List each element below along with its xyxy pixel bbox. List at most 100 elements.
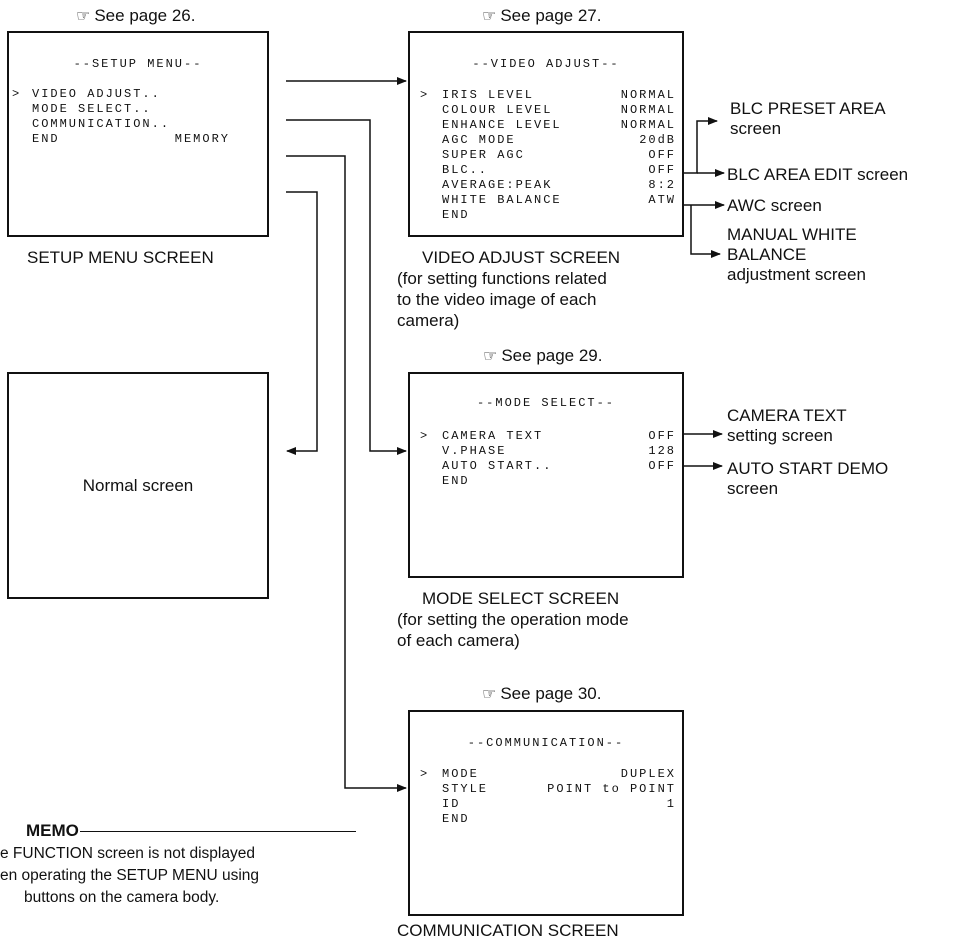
menu-item: END MEMORY [12,132,230,147]
item-label: V.PHASE [442,444,507,458]
item-value: 20dB [639,133,676,147]
item-value: POINT to POINT [547,782,676,796]
arrow-to-mode-select [286,119,407,455]
menu-list: > CAMERA TEXT OFF V.PHASE 128 AUTO START.. O… [420,429,676,489]
item-value: OFF [648,429,676,443]
menu-item: END [420,208,676,223]
item-value: ATW [648,193,676,207]
menu-item: ID 1 [420,797,676,812]
menu-item: BLC.. OFF [420,163,676,178]
caption-line: MODE SELECT SCREEN [422,589,620,608]
menu-item: > CAMERA TEXT OFF [420,429,676,444]
item-label: SUPER AGC [442,148,525,162]
page-ref-setup: ☞See page 26. [76,6,196,25]
item-label: CAMERA TEXT [442,429,544,443]
memo-rule [80,831,356,832]
cursor-marker: > [420,88,430,102]
item-value: NORMAL [620,118,676,132]
caption-line: (for setting functions related [397,269,607,288]
arrow-to-manual-wb [690,205,721,258]
cursor-marker: > [12,87,22,101]
item-label: BLC.. [442,163,489,177]
communication-caption: COMMUNICATION SCREEN [397,921,619,940]
item-label: ENHANCE LEVEL [442,118,562,132]
page-ref-video: ☞See page 27. [482,6,602,25]
caption-line: camera) [397,311,460,330]
menu-item: AGC MODE 20dB [420,133,676,148]
menu-item: > IRIS LEVEL NORMAL [420,88,676,103]
menu-list: > VIDEO ADJUST.. MODE SELECT.. COMMUNICAT… [12,87,230,147]
item-value: NORMAL [620,88,676,102]
screen-title: --SETUP MENU-- [73,57,203,71]
item-label: MODE SELECT.. [32,102,152,116]
item-label: VIDEO ADJUST.. [32,87,161,101]
cursor-marker: > [420,767,430,781]
video-adjust-caption-desc: (for setting functions related to the vi… [397,268,607,331]
menu-item: V.PHASE 128 [420,444,676,459]
item-value: OFF [648,148,676,162]
item-label: IRIS LEVEL [442,88,535,102]
item-label: WHITE BALANCE [442,193,562,207]
item-value: 1 [666,797,676,811]
item-value: OFF [648,163,676,177]
mode-select-caption-desc: (for setting the operation mode of each … [397,609,629,651]
item-value: 128 [648,444,676,458]
caption-line: VIDEO ADJUST SCREEN [422,248,621,267]
normal-screen-label: Normal screen [82,476,194,495]
awc-screen-label: AWC screen [727,196,822,215]
memo-header: MEMO [0,821,360,843]
arrow-to-communication [286,155,407,792]
menu-item: STYLE POINT to POINT [420,782,676,797]
page-ref-comm: ☞See page 30. [482,684,602,703]
pointing-hand-icon: ☞ [483,346,498,365]
item-label: ID [442,797,461,811]
menu-list: > MODE DUPLEX STYLE POINT to POINT ID 1 END [420,767,676,827]
item-label: STYLE [442,782,489,796]
item-label: COLOUR LEVEL [442,103,553,117]
memo-text: e FUNCTION screen is not displayed en op… [0,845,260,906]
item-value: 8:2 [648,178,676,192]
item-value: MEMORY [174,132,230,146]
menu-item: MODE SELECT.. [12,102,230,117]
menu-item: WHITE BALANCE ATW [420,193,676,208]
arrow-to-normal-screen [286,191,318,455]
menu-item: COMMUNICATION.. [12,117,230,132]
blc-preset-area-label: BLC PRESET AREA screen [730,99,886,138]
item-label: AGC MODE [442,133,516,147]
auto-start-demo-label: AUTO START DEMO screen [727,459,889,498]
screen-title: --MODE SELECT-- [476,396,616,410]
pointing-hand-icon: ☞ [482,684,497,703]
menu-item: COLOUR LEVEL NORMAL [420,103,676,118]
blc-area-edit-label: BLC AREA EDIT screen [727,165,909,184]
page-ref-mode: ☞See page 29. [483,346,603,365]
caption-line: of each camera) [397,631,520,650]
item-label: END [442,208,470,222]
item-label: END [32,132,60,146]
menu-item: ENHANCE LEVEL NORMAL [420,118,676,133]
item-label: MODE [442,767,479,781]
pointing-hand-icon: ☞ [482,6,497,25]
arrow-to-blc-preset [684,117,718,174]
menu-item: END [420,812,676,827]
pointing-hand-icon: ☞ [76,6,91,25]
screen-title: --VIDEO ADJUST-- [472,57,620,71]
menu-item: END [420,474,676,489]
item-value: DUPLEX [620,767,676,781]
menu-list: > IRIS LEVEL NORMAL COLOUR LEVEL NORMAL ENH… [420,88,676,223]
caption-line: to the video image of each [397,290,597,309]
item-label: AVERAGE:PEAK [442,178,553,192]
memo-heading: MEMO [26,821,79,840]
item-label: END [442,812,470,826]
screen-title: --COMMUNICATION-- [467,736,625,750]
item-label: AUTO START.. [442,459,553,473]
item-value: NORMAL [620,103,676,117]
mode-select-caption: MODE SELECT SCREEN [422,588,619,609]
memo-box: MEMO e FUNCTION screen is not displayed … [0,821,360,909]
menu-item: > MODE DUPLEX [420,767,676,782]
cursor-marker: > [420,429,430,443]
menu-item: AVERAGE:PEAK 8:2 [420,178,676,193]
video-adjust-screen: --VIDEO ADJUST-- > IRIS LEVEL NORMAL COLOU… [408,31,684,237]
communication-screen: --COMMUNICATION-- > MODE DUPLEX STYLE POINT… [408,710,684,916]
setup-menu-caption: SETUP MENU SCREEN [27,248,214,267]
